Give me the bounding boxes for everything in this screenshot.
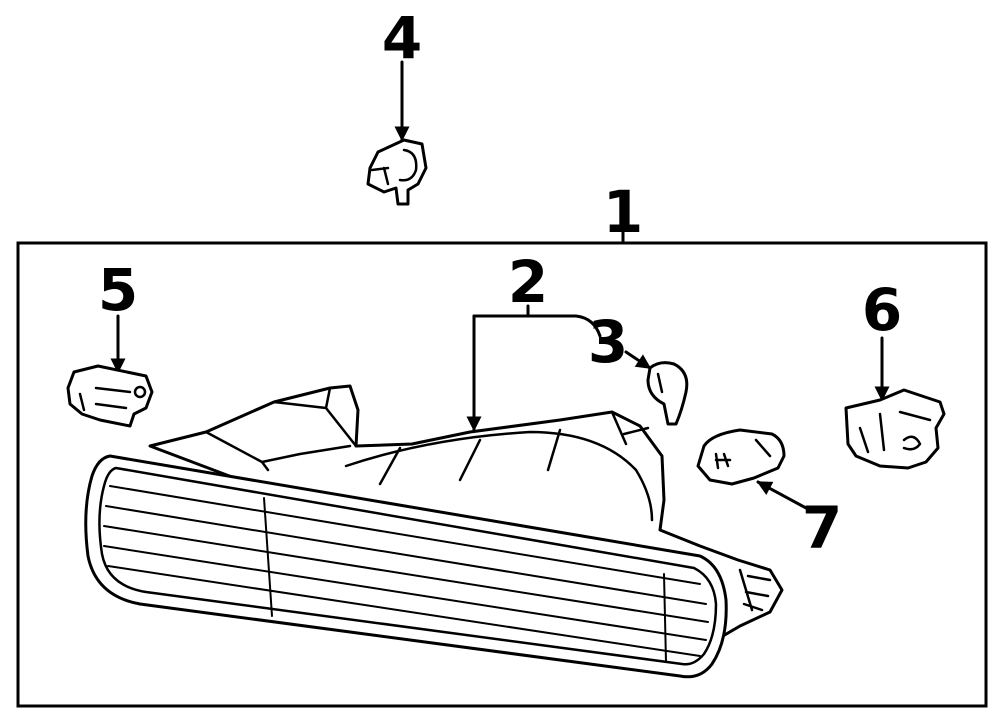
callout-3: 3 (588, 308, 628, 376)
assembly-outline-box (16, 241, 988, 708)
callout-7: 7 (802, 494, 842, 562)
callout-3-arrow (624, 350, 652, 370)
part-5-socket (66, 364, 154, 428)
callout-2-bracket (472, 304, 602, 338)
part-3-bulb (646, 361, 689, 426)
callout-5: 5 (98, 256, 138, 324)
part-7-wedge-bulb (696, 428, 786, 486)
lens (84, 454, 728, 679)
callout-7-arrow (756, 480, 808, 510)
part-6-socket (844, 388, 946, 470)
part-4-clip (366, 138, 428, 206)
callout-6: 6 (862, 276, 902, 344)
